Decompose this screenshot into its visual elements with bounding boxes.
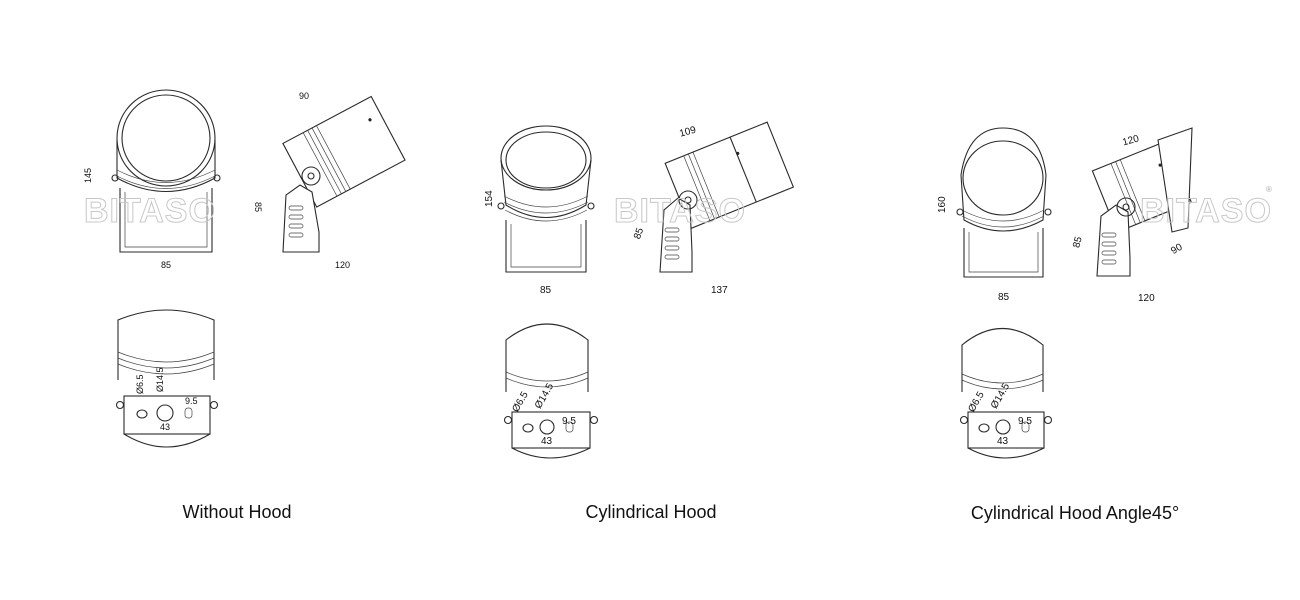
cylindrical-hood-bottom-view: Ø6.5 Ø14.5 43 9.5	[503, 323, 599, 459]
dim-top: 120	[1121, 133, 1140, 148]
dim-slot: 9.5	[562, 416, 576, 427]
dim-spacing: 43	[541, 436, 553, 447]
dim-hole-large: Ø14.5	[989, 381, 1012, 410]
dim-slot: 9.5	[1018, 416, 1032, 427]
dim-depth: 137	[711, 285, 728, 296]
dim-hole-small: Ø6.5	[135, 374, 145, 394]
cylindrical-hood-front-view: 154 85	[484, 125, 595, 296]
dim-hole-small: Ø6.5	[966, 390, 987, 415]
caption-without-hood: Without Hood	[182, 502, 292, 522]
dim-slot: 9.5	[185, 396, 198, 406]
angle-hood-bottom-view: Ø6.5 Ø14.5 43 9.5	[959, 327, 1053, 459]
dim-top: 90	[299, 91, 309, 101]
dim-spacing: 43	[160, 422, 170, 432]
without-hood-front-view: 145 85 BITASO	[83, 89, 221, 270]
watermark: BITASO	[1140, 192, 1272, 230]
dim-width: 85	[540, 285, 552, 296]
dim-top: 109	[678, 125, 697, 140]
dim-hole-small: Ø6.5	[510, 390, 531, 415]
dim-height: 145	[83, 168, 93, 183]
angle-hood-front-view: 160 85	[937, 127, 1052, 303]
cylindrical-hood-side-view: BITASO 109 85 137	[614, 121, 795, 296]
dim-width: 85	[161, 260, 171, 270]
dim-height: 154	[484, 190, 495, 207]
dim-bracket: 85	[1071, 235, 1085, 249]
angle-hood-side-view: BITASO ® 120 85 90 120	[1071, 127, 1272, 304]
dim-spacing: 43	[997, 436, 1009, 447]
dim-hole-large: Ø14.5	[533, 381, 556, 410]
dim-depth: 120	[335, 260, 350, 270]
dim-bracket: 85	[253, 202, 263, 212]
watermark: BITASO	[614, 192, 746, 230]
caption-cylindrical-hood-angle: Cylindrical Hood Angle45°	[970, 503, 1180, 523]
dim-depth: 120	[1138, 293, 1155, 304]
watermark: BITASO	[84, 192, 216, 230]
caption-cylindrical-hood: Cylindrical Hood	[585, 502, 717, 522]
dim-width: 85	[998, 292, 1010, 303]
dim-hood: 90	[1169, 242, 1185, 257]
without-hood-bottom-view: Ø6.5 Ø14.5 43 9.5	[115, 309, 219, 448]
dim-height: 160	[937, 196, 948, 213]
registered-mark: ®	[1266, 185, 1272, 194]
dim-hole-large: Ø14.5	[155, 367, 165, 392]
dim-bracket: 85	[632, 226, 646, 241]
without-hood-side-view: 90 85 120	[253, 91, 406, 270]
